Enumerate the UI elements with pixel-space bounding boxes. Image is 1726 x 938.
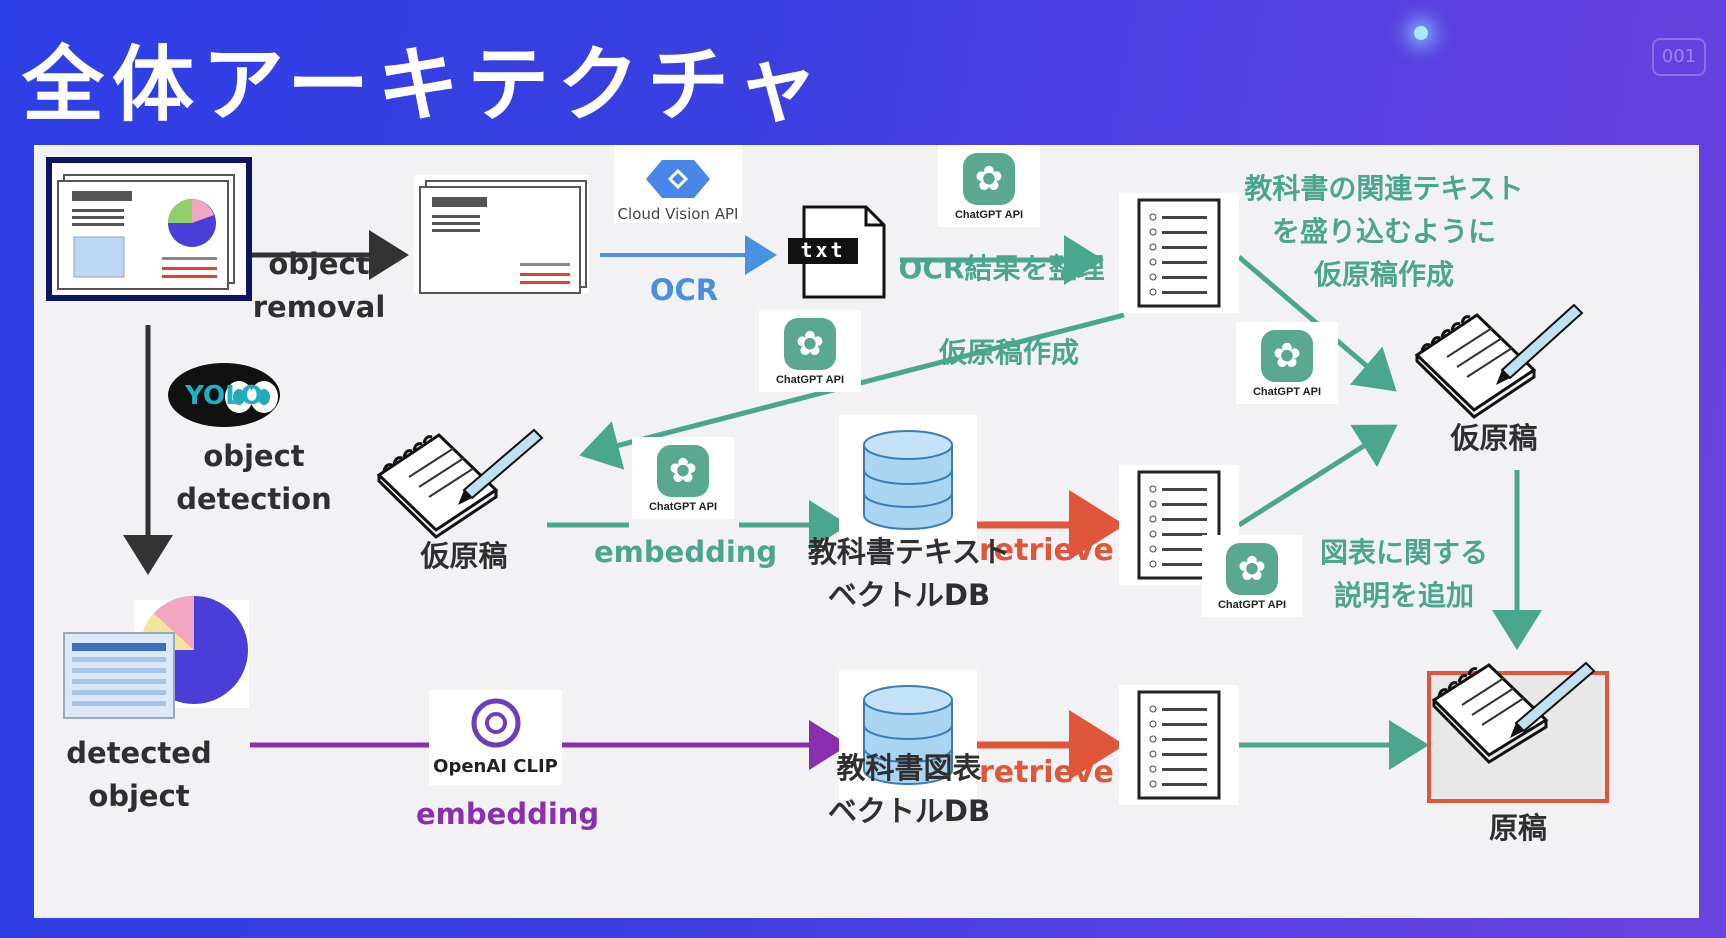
textbook-text-db-icon — [839, 415, 977, 545]
chatgpt-api-box-embedding: ✿ ChatGPT API — [632, 437, 734, 519]
slide-title: 全体アーキテクチャ — [22, 38, 827, 133]
label-embedding-purple: embedding — [416, 797, 600, 831]
slide-number-badge: 001 — [1652, 38, 1706, 76]
label-retrieve-1: retrieve — [979, 533, 1114, 568]
openai-clip-logo — [429, 690, 562, 785]
label-retrieve-2: retrieve — [979, 755, 1114, 790]
label-openai-clip: OpenAI CLIP — [433, 756, 558, 777]
label-figure-explain: 図表に関する説明を追加 — [1319, 536, 1488, 612]
label-textbook-related: 教科書の関連テキストを盛り込むように仮原稿作成 — [1244, 172, 1524, 291]
chatgpt-api-box-ocr: ✿ ChatGPT API — [938, 145, 1040, 227]
cloud-vision-icon — [614, 145, 742, 223]
decorative-sparkle — [1414, 26, 1428, 40]
label-yolo: YOLO — [185, 381, 263, 411]
source-slide-thumbnail — [46, 157, 252, 301]
notepad-pencil-icon-mid — [376, 410, 547, 539]
label-draft-right: 仮原稿 — [1450, 421, 1538, 455]
notepad-pencil-icon-right — [1414, 303, 1604, 440]
chatgpt-api-box-figure: ✿ ChatGPT API — [1202, 535, 1302, 617]
label-ocr: OCR — [649, 273, 719, 307]
chatgpt-api-box-related: ✿ ChatGPT API — [1236, 322, 1338, 404]
label-draft-mid: 仮原稿 — [420, 539, 508, 573]
label-draft-create: 仮原稿作成 — [938, 336, 1079, 369]
yolo-logo — [168, 363, 280, 427]
chatgpt-logo-icon: ✿ — [784, 318, 836, 370]
document-icon-ocr-result — [1119, 193, 1239, 313]
chatgpt-logo-icon: ✿ — [963, 153, 1015, 205]
chatgpt-logo-icon: ✿ — [657, 445, 709, 497]
document-icon-retrieved-figure — [1119, 685, 1239, 805]
chatgpt-logo-icon: ✿ — [1226, 543, 1278, 595]
label-manuscript: 原稿 — [1488, 811, 1547, 845]
txt-file-icon — [788, 205, 886, 299]
textbook-figure-db-icon — [839, 670, 977, 800]
label-textbook-text-db: 教科書テキストベクトルDB — [807, 535, 1011, 612]
label-cloud-vision: Cloud Vision API — [617, 205, 739, 223]
chatgpt-logo-icon: ✿ — [1261, 330, 1313, 382]
label-ocr-organize: OCR結果を整理 — [898, 252, 1105, 285]
arrow-to-draft-right-bottom — [1237, 424, 1398, 528]
arrow-to-draft-right-top — [1237, 255, 1397, 392]
manuscript-icon — [1427, 661, 1609, 803]
label-embedding-green: embedding — [594, 535, 778, 569]
slide-after-removal — [414, 175, 589, 294]
chatgpt-api-box-draft: ✿ ChatGPT API — [759, 310, 861, 392]
label-textbook-figure-db: 教科書図表ベクトルDB — [827, 751, 991, 828]
diagram-canvas — [46, 145, 1609, 805]
detected-object-image — [63, 595, 249, 719]
label-txt: txt — [800, 238, 846, 262]
architecture-diagram: ✿ ChatGPT API ✿ ChatGPT API ✿ ChatGPT AP… — [34, 145, 1699, 918]
